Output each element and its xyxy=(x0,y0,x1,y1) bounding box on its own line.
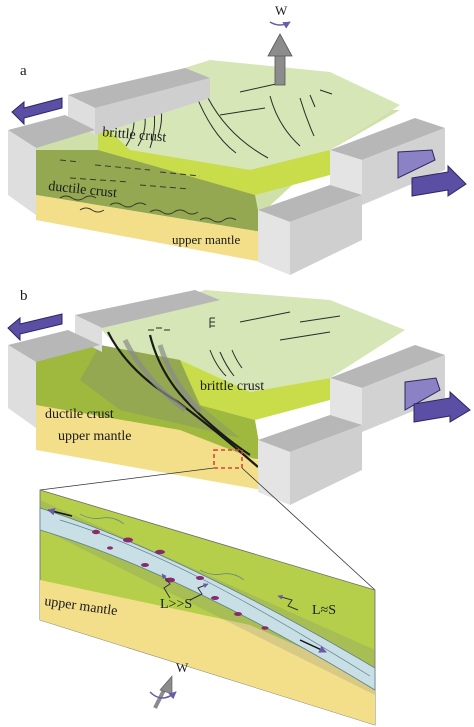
panel-a-ductile-face xyxy=(36,150,262,232)
panel-a-brittle-label: brittle crust xyxy=(102,125,167,146)
panel-b-right-lower-front xyxy=(290,425,362,505)
panel-b-left-block-top xyxy=(75,290,220,328)
panel-b-right-block-front xyxy=(362,355,445,432)
panel-a-mantle-label: upper mantle xyxy=(172,232,240,247)
panel-a-right-arrow xyxy=(397,149,467,197)
panel-a-left-arrow xyxy=(11,97,63,126)
panel-a-ductile-overlay xyxy=(36,150,262,232)
panel-b-mantle-label: upper mantle xyxy=(58,429,131,444)
inset: upper mantle L>>S L≈S W xyxy=(39,489,376,726)
panel-a-right-lower-face xyxy=(258,210,290,275)
panel-b-ductile-label: ductile crust xyxy=(45,407,114,422)
panel-b: b brittle crust ductile crust upper mant… xyxy=(7,288,471,505)
panel-a-ductile-label: ductile crust xyxy=(48,179,118,201)
inset-l-gg-s-label: L>>S xyxy=(160,597,192,612)
panel-a-letter: a xyxy=(20,63,27,79)
panel-b-left-arrow xyxy=(7,313,63,342)
inset-porphyroclasts xyxy=(92,529,269,630)
panel-b-right-lower-top xyxy=(258,415,362,452)
inset-shear-zone xyxy=(39,507,376,691)
panel-b-brittle-face xyxy=(180,360,330,420)
inset-flow-lines xyxy=(59,513,371,677)
panel-b-right-block-top xyxy=(330,345,445,388)
inset-shear-arrow-left xyxy=(47,507,73,517)
panel-a-left-slab-top xyxy=(8,115,95,148)
panel-b-left-slab-front xyxy=(8,345,36,428)
panel-a-rotation-label: W xyxy=(275,3,288,18)
panel-b-brittle-label: brittle crust xyxy=(200,379,264,394)
panel-b-letter: b xyxy=(20,288,28,304)
panel-a: a W brittle crust ductile crust upper ma… xyxy=(8,3,467,275)
panel-a-uplift-arrow xyxy=(267,21,293,86)
panel-a-right-lower-top xyxy=(258,185,362,222)
panel-b-callout-box xyxy=(213,449,243,469)
inset-connectors xyxy=(39,467,376,591)
panel-b-right-lower-face xyxy=(258,440,290,505)
inset-rotation-label: W xyxy=(176,660,189,675)
inset-mantle xyxy=(40,580,375,725)
panel-a-left-block-side xyxy=(95,78,210,135)
inset-rotation-indicator xyxy=(149,675,177,709)
panel-a-left-block-front xyxy=(68,95,95,135)
panel-b-detachments xyxy=(107,331,259,468)
inset-pointers xyxy=(161,573,299,611)
panel-a-left-slab-front xyxy=(8,130,36,215)
panel-b-left-block-front xyxy=(75,315,102,352)
panel-b-faults xyxy=(148,311,341,377)
panel-b-right-arrow xyxy=(404,377,471,423)
panel-a-mantle-face xyxy=(36,195,262,262)
inset-l-approx-s-label: L≈S xyxy=(312,603,336,618)
panel-b-left-slab-top xyxy=(8,330,100,362)
panel-a-brittle-face xyxy=(98,120,330,195)
panel-a-left-block-top xyxy=(68,68,210,108)
inset-shear-arrow-right xyxy=(299,639,327,653)
panel-a-ductile-fabric xyxy=(59,159,237,223)
panel-a-right-block-top xyxy=(330,118,445,160)
panel-a-right-lower-front xyxy=(290,195,362,275)
